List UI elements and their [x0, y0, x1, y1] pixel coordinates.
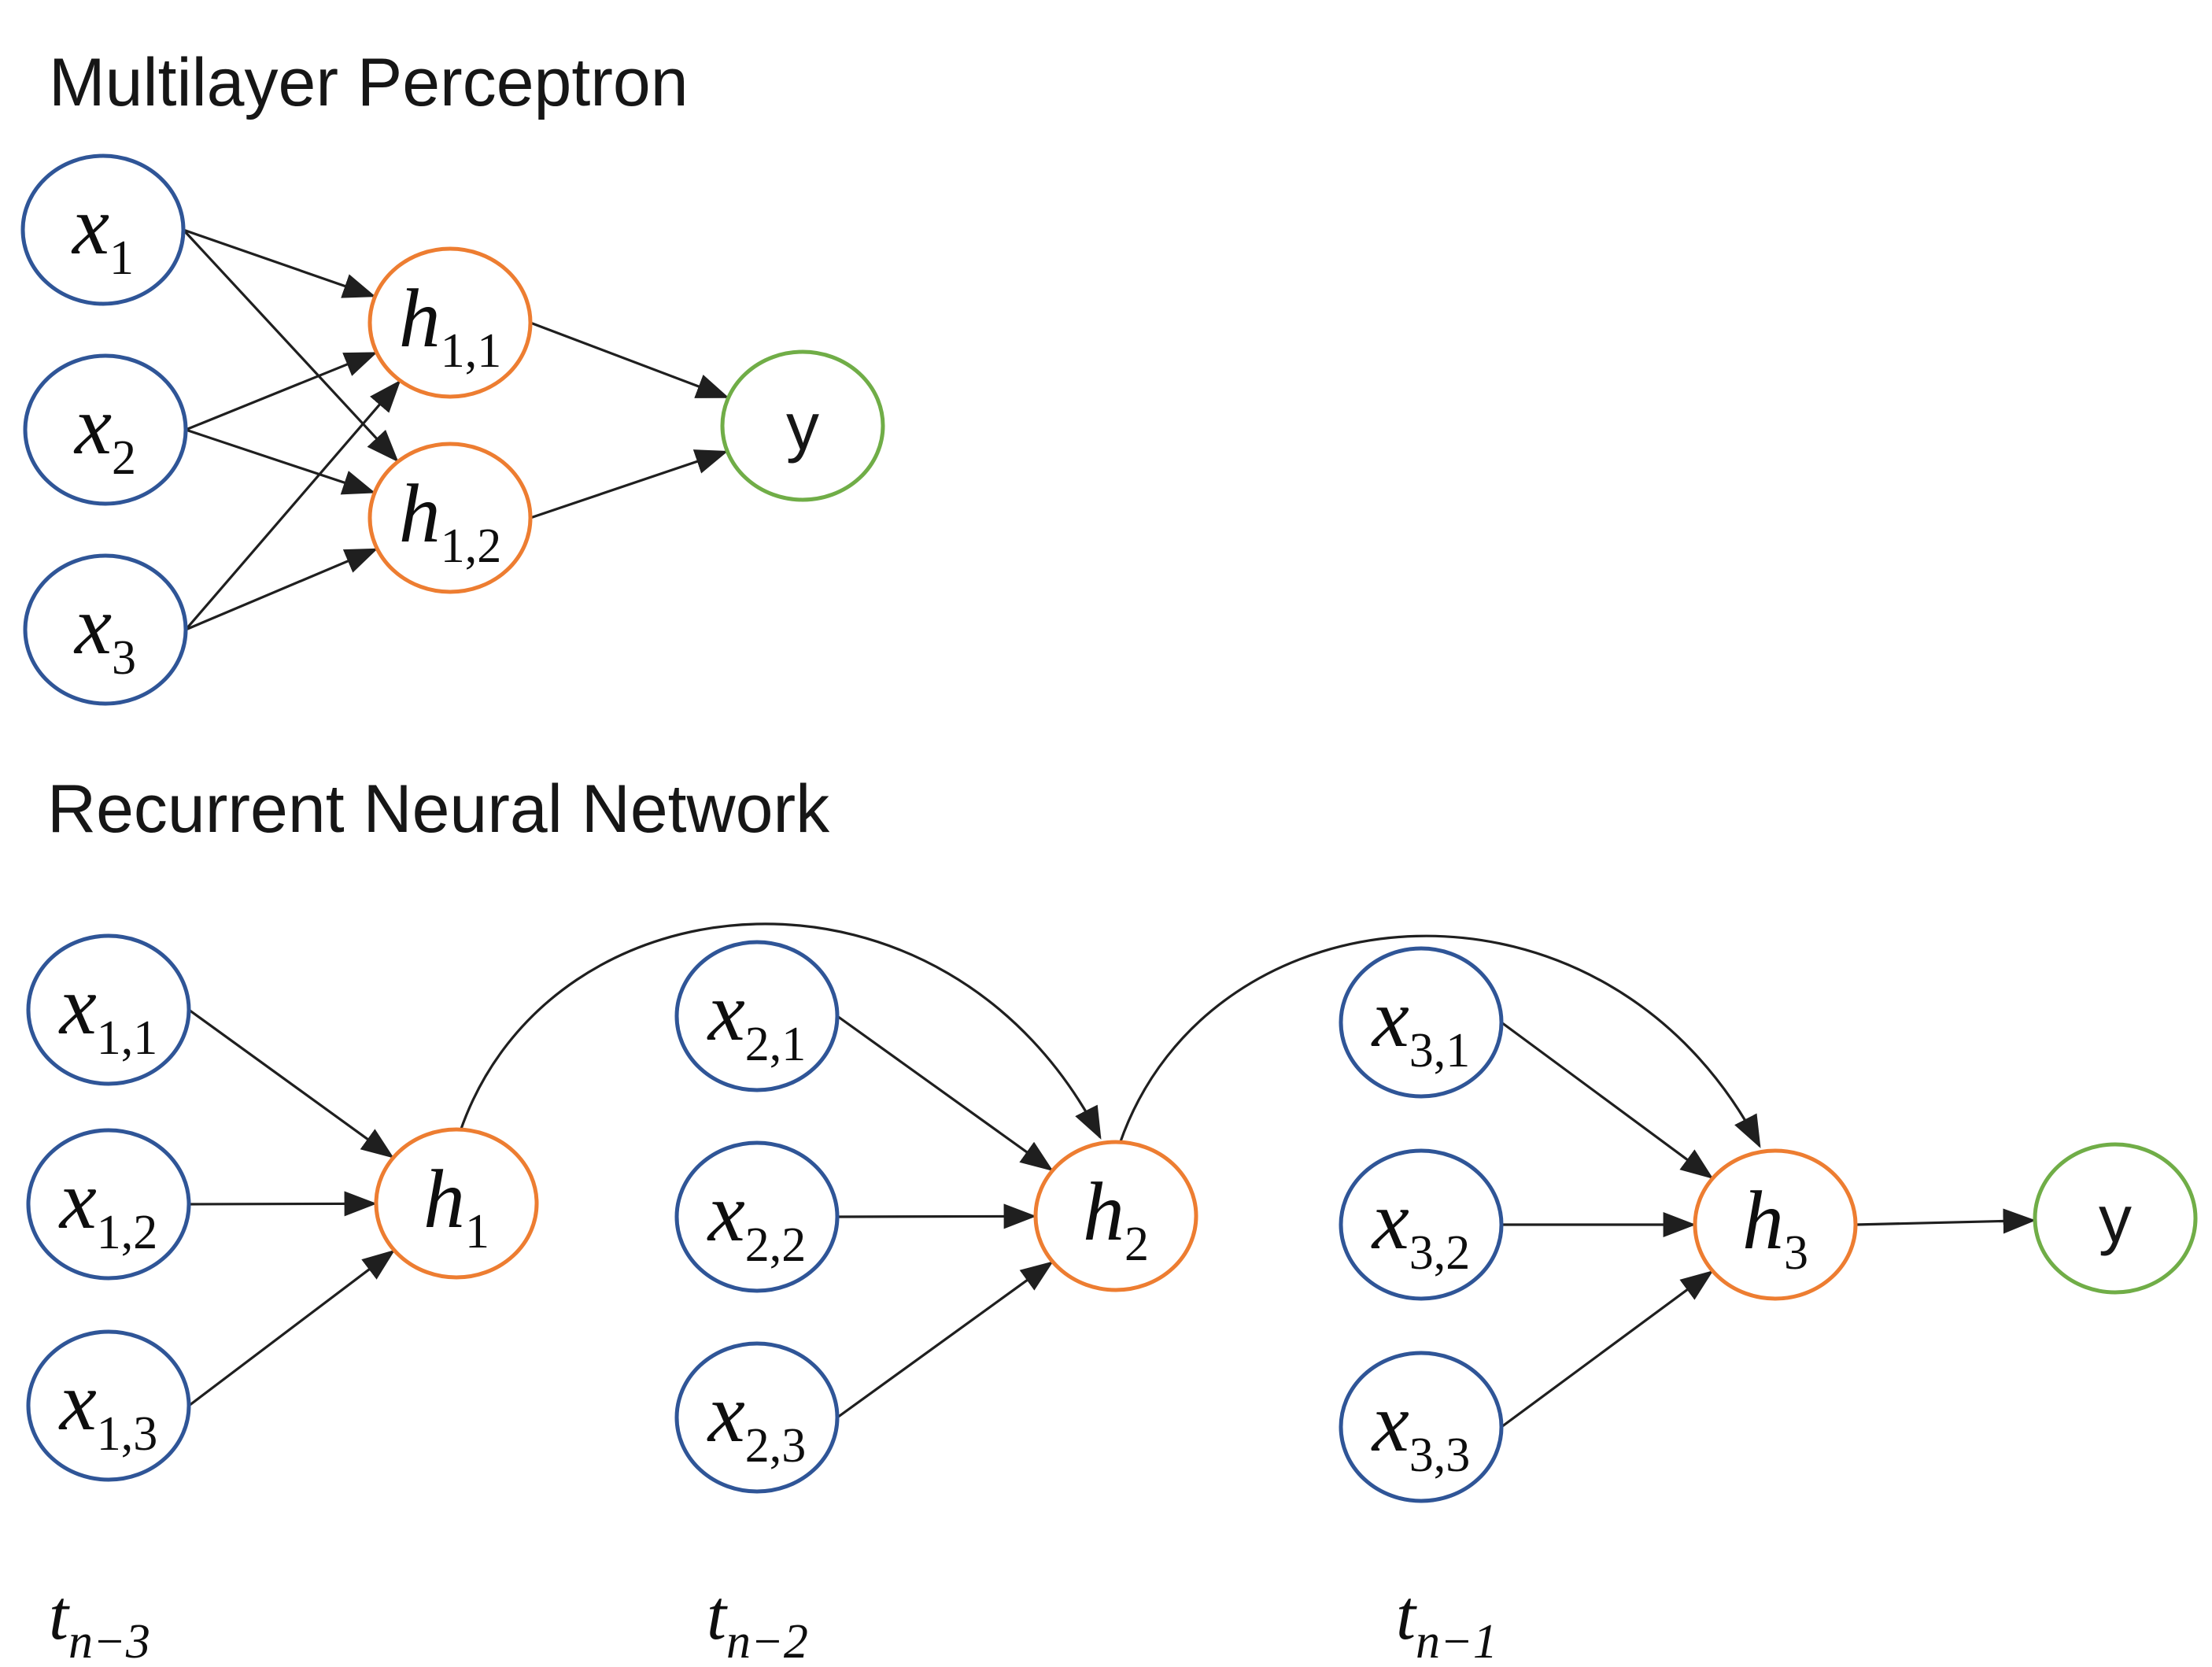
time-step-label-2: tn−1: [1396, 1576, 1497, 1667]
mlp-node-label-x1: x1: [71, 179, 134, 285]
rnn-node-label-x12: x1,2: [58, 1154, 158, 1259]
edge-rnn-x23-h2: [836, 1261, 1054, 1419]
edge-mlp-x3-h12: [185, 548, 379, 631]
edge-mlp-x3-h11: [184, 379, 401, 631]
recurrent-edge-h1-h2: [459, 922, 1102, 1140]
input-neuron-circle: [1339, 1351, 1504, 1503]
time-step-label-0: tn−3: [49, 1576, 150, 1667]
edge-rnn-x22-h2: [836, 1203, 1037, 1229]
edge-mlp-h11-y: [530, 321, 729, 399]
rnn-node-label-x33: x3,3: [1371, 1377, 1471, 1482]
rnn-node-h2: h2: [1033, 1140, 1198, 1292]
rnn-node-label-x32: x3,2: [1371, 1174, 1471, 1280]
hidden-neuron-circle: [1033, 1140, 1198, 1292]
rnn-node-label-x13: x1,3: [58, 1355, 158, 1461]
mlp-node-label-h11: h1,1: [399, 272, 502, 378]
edge-mlp-x2-h11: [185, 352, 378, 431]
rnn-node-x22: x2,2: [674, 1140, 840, 1293]
rnn-node-label-x11: x1,1: [58, 959, 158, 1065]
rnn-node-label-h3: h3: [1742, 1174, 1808, 1280]
rnn-node-label-x22: x2,2: [707, 1166, 807, 1272]
rnn-node-h3: h3: [1693, 1148, 1858, 1301]
mlp-node-h11: h1,1: [367, 246, 533, 399]
output-neuron-circle: [720, 349, 885, 502]
rnn-diagram: x1,1 x1,2 x1,3 h1 x2,1 x2,2 x2,3 h2 x3,1 x3,2 x3,3…: [26, 922, 2198, 1503]
input-neuron-circle: [23, 553, 188, 706]
input-neuron-circle: [23, 353, 188, 506]
rnn-node-x11: x1,1: [26, 933, 191, 1086]
edge-rnn-x12-h1: [188, 1191, 378, 1217]
rnn-node-label-x31: x3,1: [1371, 972, 1471, 1077]
rnn-node-h1: h1: [374, 1127, 539, 1280]
mlp-node-x3: x3: [23, 553, 188, 706]
input-neuron-circle: [674, 940, 840, 1092]
mlp-node-x2: x2: [23, 353, 188, 506]
input-neuron-circle: [1339, 946, 1504, 1099]
rnn-node-x12: x1,2: [26, 1128, 191, 1281]
edge-mlp-x1-h11: [183, 228, 376, 298]
hidden-neuron-circle: [1693, 1148, 1858, 1301]
input-neuron-circle: [674, 1341, 840, 1494]
rnn-node-label-h1: h1: [423, 1153, 489, 1259]
edge-rnn-x21-h2: [836, 1015, 1054, 1171]
rnn-node-x33: x3,3: [1339, 1351, 1504, 1503]
time-step-labels: tn−3 tn−2 tn−1: [49, 1576, 1497, 1667]
rnn-node-label-x23: x2,3: [707, 1367, 807, 1473]
hidden-neuron-circle: [367, 442, 533, 594]
edge-rnn-x31-h3: [1501, 1021, 1714, 1179]
edge-mlp-x1-h12: [182, 228, 399, 463]
mlp-node-y: y: [720, 349, 885, 502]
rnn-title: Recurrent Neural Network: [47, 771, 830, 847]
rnn-node-x13: x1,3: [26, 1329, 191, 1482]
output-neuron-circle: [2033, 1142, 2198, 1295]
input-neuron-circle: [674, 1140, 840, 1293]
mlp-node-label-x3: x3: [73, 579, 136, 685]
edge-rnn-x13-h1: [188, 1249, 396, 1407]
input-neuron-circle: [1339, 1148, 1504, 1301]
mlp-node-label-x2: x2: [73, 379, 136, 485]
input-neuron-circle: [26, 933, 191, 1086]
time-step-label-1: tn−2: [707, 1576, 808, 1667]
edge-rnn-x11-h1: [188, 1008, 394, 1159]
hidden-neuron-circle: [367, 246, 533, 399]
input-neuron-circle: [20, 153, 186, 306]
mlp-node-h12: h1,2: [367, 442, 533, 594]
mlp-node-label-h12: h1,2: [399, 468, 502, 573]
edge-mlp-h12-y: [530, 449, 729, 519]
edge-mlp-x2-h12: [185, 428, 376, 495]
mlp-node-x1: x1: [20, 153, 186, 306]
rnn-node-y: y: [2033, 1142, 2198, 1295]
mlp-node-label-y: y: [786, 390, 819, 464]
recurrent-edge-h2-h3: [1118, 934, 1761, 1148]
rnn-node-label-y: y: [2099, 1182, 2132, 1256]
input-neuron-circle: [26, 1329, 191, 1482]
input-neuron-circle: [26, 1128, 191, 1281]
edge-rnn-x33-h3: [1501, 1270, 1714, 1429]
rnn-node-x32: x3,2: [1339, 1148, 1504, 1301]
rnn-node-label-x21: x2,1: [707, 966, 807, 1071]
rnn-node-x23: x2,3: [674, 1341, 840, 1494]
mlp-diagram: x1 x2 x3 h1,1 h1,2 y: [20, 153, 885, 706]
rnn-node-x21: x2,1: [674, 940, 840, 1092]
hidden-neuron-circle: [374, 1127, 539, 1280]
edge-rnn-h3-y: [1855, 1208, 2037, 1234]
rnn-node-x31: x3,1: [1339, 946, 1504, 1099]
mlp-title: Multilayer Perceptron: [49, 45, 689, 120]
rnn-node-label-h2: h2: [1083, 1166, 1149, 1271]
